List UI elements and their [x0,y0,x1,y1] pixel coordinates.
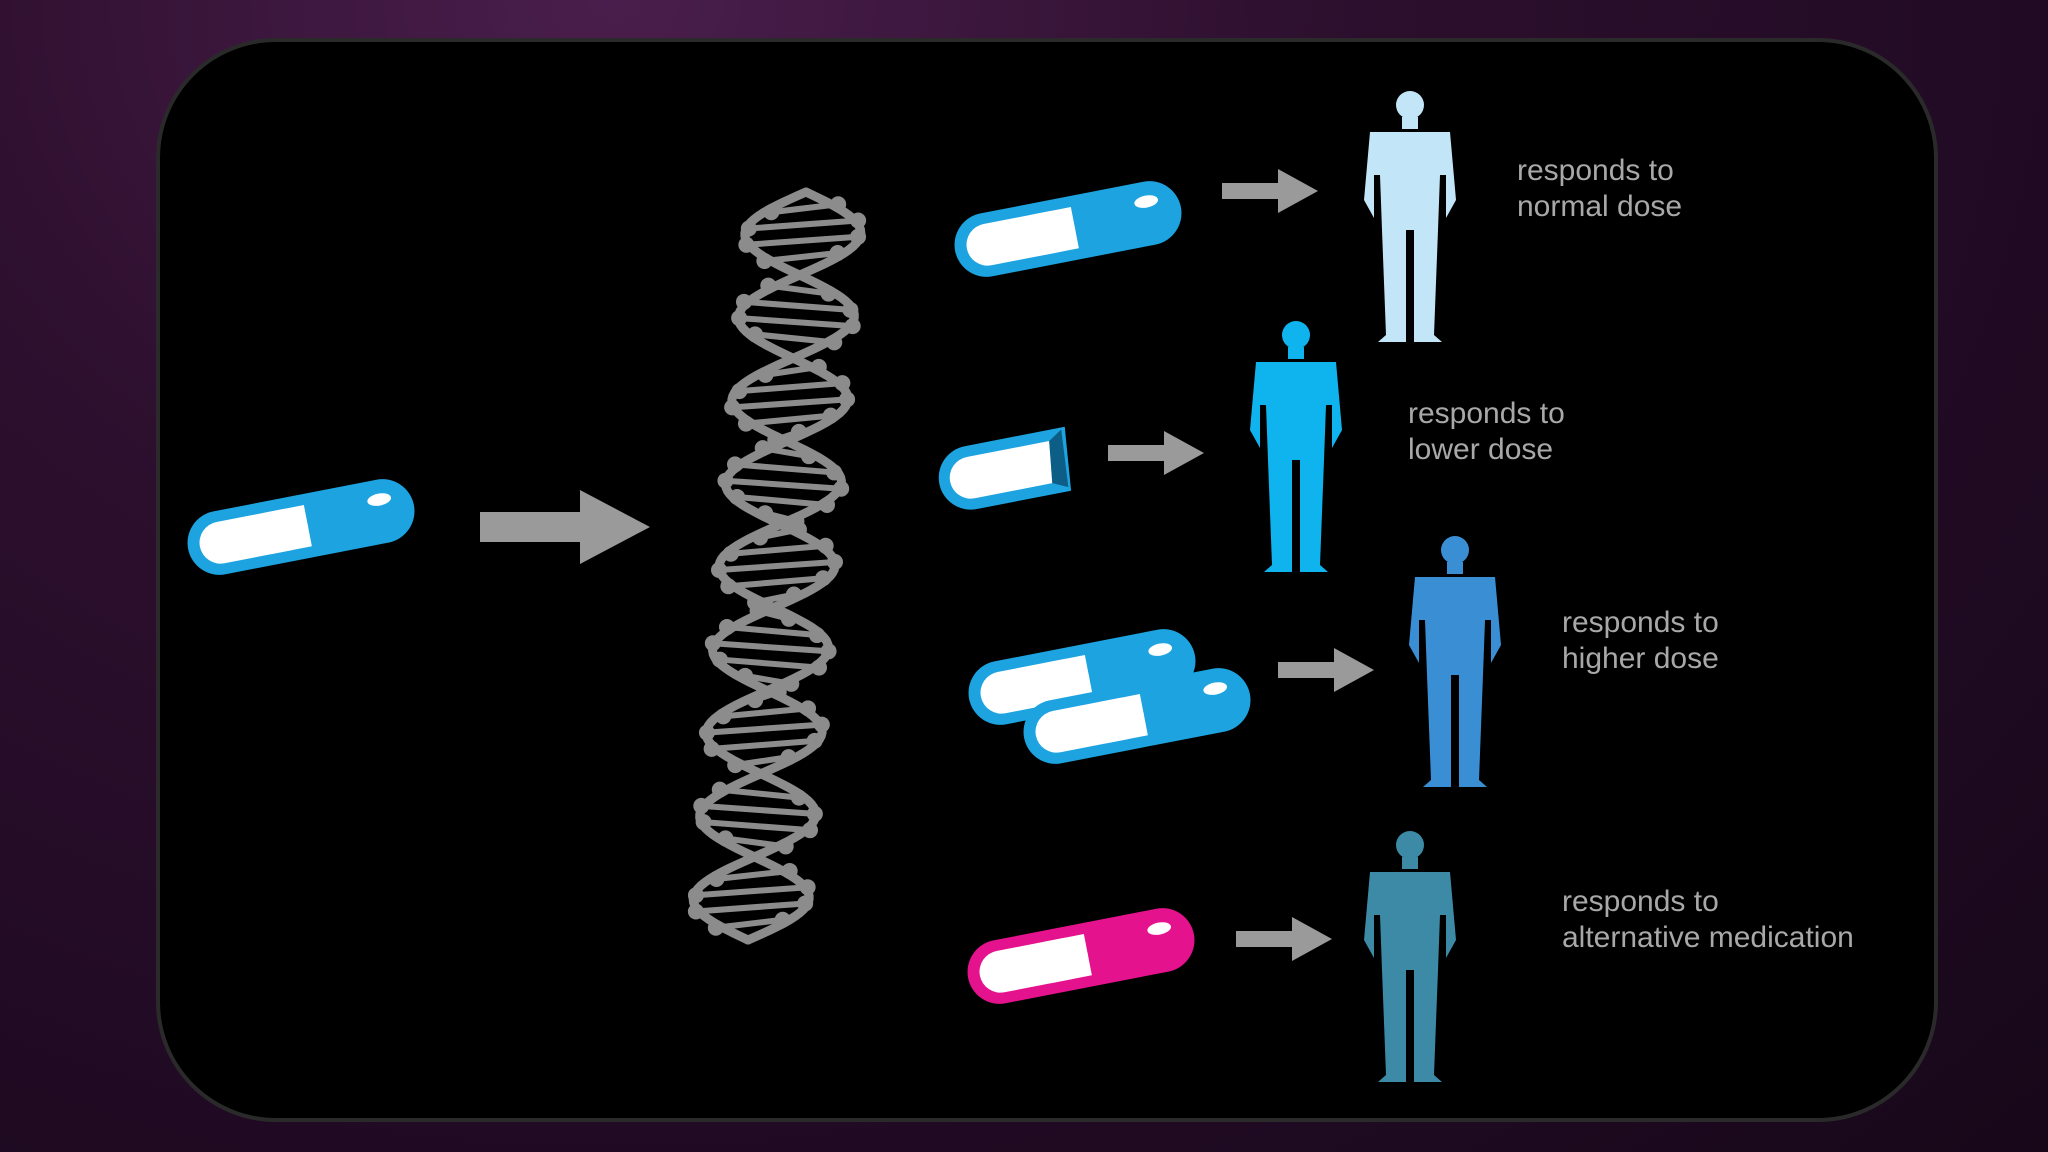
dna-rung [732,461,838,476]
dna-rung [698,802,818,817]
arrow-alternative [1236,917,1332,961]
label-lower-dose: responds to lower dose [1408,397,1573,466]
dna-rung [692,900,809,915]
main-arrow [480,490,650,564]
capsule-lower-dose [938,426,1072,510]
dna-rung [725,575,827,590]
arrow-higher [1278,648,1374,692]
dna-rung [743,233,862,248]
label-alternative-line2: alternative medication [1562,921,1854,954]
dna-rung [734,493,831,508]
label-alternative-line1: responds to [1562,885,1719,918]
arrow-normal [1222,169,1318,213]
dna-rung [708,737,818,752]
label-higher-dose: responds to higher dose [1562,606,1727,675]
dna-strand [695,187,866,945]
dna-rung [716,656,822,671]
dna-rung [727,542,829,557]
dna-rung [700,819,814,834]
dna-rung [716,559,838,573]
label-normal-line2: normal dose [1517,190,1682,223]
label-normal-line1: responds to [1517,154,1674,187]
label-higher-line2: higher dose [1562,642,1719,675]
dna-rung [729,396,851,411]
label-lower-line1: responds to [1408,397,1565,430]
dna-rung [692,884,811,899]
dna-rung [745,217,862,232]
dna-helix-icon [687,187,867,945]
dna-rung [736,380,846,395]
dna-rung [740,298,854,313]
diagram-panel [156,38,1938,1122]
dna-rung [720,705,812,720]
dna-strand [688,187,859,945]
label-normal-dose: responds to normal dose [1517,154,1682,223]
dna-rung [709,640,832,655]
dna-rung [722,477,845,492]
dna-rung [703,721,825,736]
label-lower-line2: lower dose [1408,433,1553,466]
dna-rung [723,624,820,639]
dna-rung [742,412,834,427]
arrow-lower [1108,431,1204,475]
label-higher-line1: responds to [1562,606,1719,639]
dna-rung [736,315,856,330]
label-alternative: responds to alternative medication [1562,885,1854,954]
